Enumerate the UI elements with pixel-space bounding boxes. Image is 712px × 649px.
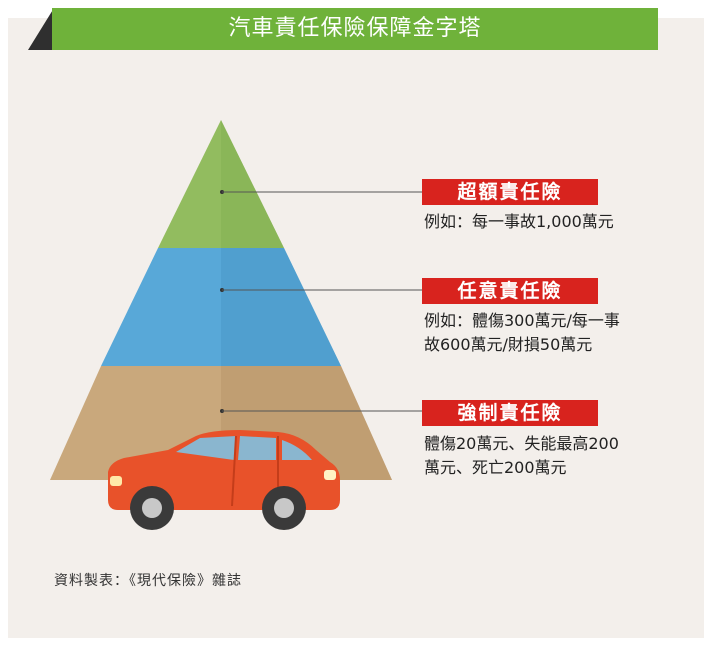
pointer-line-middle — [220, 288, 422, 292]
pyramid-tier-top-shade — [221, 120, 284, 248]
pointer-line-top — [220, 190, 422, 194]
source-note: 資料製表：《現代保險》雜誌 — [54, 573, 242, 589]
page-title: 汽車責任保險保障金字塔 — [52, 8, 658, 50]
tier-desc-optional: 例如：體傷300萬元/每一事 故600萬元/財損50萬元 — [424, 311, 620, 354]
car-icon — [108, 430, 340, 530]
tier-desc-excess: 例如：每一事故1,000萬元 — [424, 212, 614, 231]
pointer-line-bottom — [220, 409, 422, 413]
tier-label-optional: 任意責任險 — [422, 278, 598, 304]
tier-label-excess: 超額責任險 — [422, 179, 598, 205]
tier-label-compulsory: 強制責任險 — [422, 400, 598, 426]
tier-desc-compulsory: 體傷20萬元、失能最高200 萬元、死亡200萬元 — [424, 434, 619, 477]
pyramid-tier-middle-shade — [221, 248, 341, 366]
